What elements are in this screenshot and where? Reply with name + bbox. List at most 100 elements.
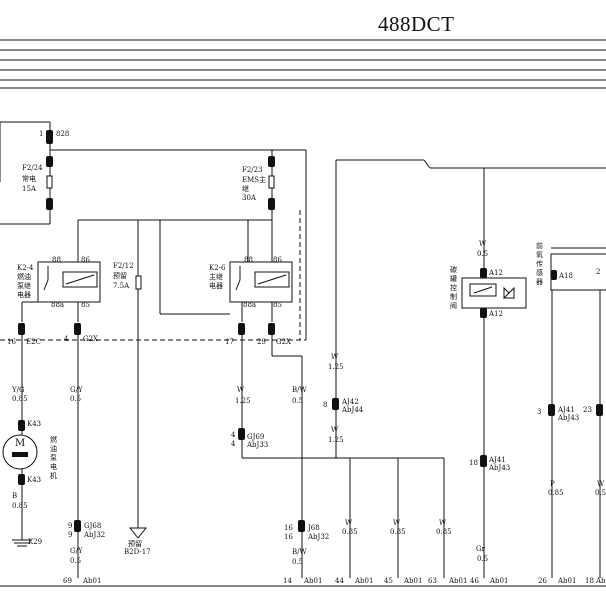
power-feed [0, 121, 307, 340]
svg-text:46: 46 [470, 577, 479, 585]
svg-text:AJ42: AJ42 [341, 398, 359, 406]
fuse-f2-23: F2/23 EMS主 继 30A [242, 150, 275, 210]
wire-labels-left: Y/G 0.85 G/Y 0.5 W 1.25 B/W 0.5 [11, 386, 308, 405]
diagram-title: 488DCT [378, 12, 455, 36]
svg-text:63: 63 [428, 577, 437, 585]
svg-text:0.5: 0.5 [595, 489, 606, 497]
svg-text:氧: 氧 [536, 250, 543, 259]
svg-text:K43: K43 [27, 476, 41, 484]
w-bus-drops: W 0.85 W 0.85 W 0.85 [342, 458, 452, 578]
svg-text:电器: 电器 [17, 290, 31, 299]
svg-text:3: 3 [537, 408, 541, 416]
svg-text:传: 传 [536, 259, 543, 268]
svg-text:88: 88 [52, 256, 61, 264]
svg-text:G2X: G2X [83, 335, 98, 343]
svg-text:2: 2 [596, 268, 600, 276]
svg-text:常电: 常电 [22, 174, 36, 183]
svg-text:1.25: 1.25 [328, 436, 344, 444]
relay-k2-6: 88 86 88a 85 K2-6 主继 电器 [209, 256, 293, 309]
svg-text:0.85: 0.85 [548, 489, 564, 497]
svg-text:0.85: 0.85 [436, 528, 452, 536]
svg-text:Gr: Gr [476, 545, 486, 553]
svg-text:A12: A12 [488, 269, 503, 277]
svg-text:AbJ32: AbJ32 [307, 533, 329, 541]
svg-text:18: 18 [469, 459, 478, 467]
connector-aj41: 18 AJ41 AbJ43 Gr 0.5 [469, 455, 510, 578]
svg-text:G2X: G2X [276, 338, 291, 346]
svg-text:44: 44 [335, 577, 344, 585]
svg-text:K2-6: K2-6 [209, 264, 226, 272]
fuse-f2-24: F2/24 常电 15A [0, 144, 53, 225]
svg-text:9: 9 [68, 531, 72, 539]
svg-text:0.5: 0.5 [70, 557, 81, 565]
svg-text:预留: 预留 [128, 539, 142, 548]
svg-text:泵: 泵 [50, 454, 57, 462]
connector-g2x-a: 4 G2X [64, 323, 98, 343]
svg-text:0.85: 0.85 [390, 528, 406, 536]
svg-text:1.25: 1.25 [328, 363, 344, 371]
svg-text:18: 18 [585, 577, 594, 585]
svg-text:0.5: 0.5 [292, 397, 303, 405]
svg-text:W: W [439, 519, 447, 527]
svg-text:阀: 阀 [450, 301, 457, 310]
svg-text:0.85: 0.85 [12, 502, 28, 510]
svg-text:AbJ43: AbJ43 [557, 414, 579, 422]
connector-828: 1 828 [39, 130, 69, 144]
svg-text:A18: A18 [558, 272, 573, 280]
svg-text:17: 17 [225, 338, 234, 346]
svg-text:W: W [331, 426, 339, 434]
svg-text:9: 9 [68, 522, 72, 530]
svg-text:0.85: 0.85 [342, 528, 358, 536]
svg-text:85: 85 [273, 301, 282, 309]
svg-text:4: 4 [64, 335, 69, 343]
svg-text:30A: 30A [242, 194, 257, 202]
connector-17: 17 [225, 323, 245, 346]
svg-text:Ab01: Ab01 [303, 577, 322, 585]
connector-gj68: 9 9 GJ68 AbJ32 G/Y 0.5 [68, 520, 105, 578]
svg-text:23: 23 [583, 406, 592, 414]
canister-valve: W 0.5 A12 A12 碳 罐 控 制 阀 [450, 168, 527, 455]
svg-text:燃: 燃 [50, 435, 57, 444]
svg-text:85: 85 [81, 301, 90, 309]
relay-k2-4: 88 86 88a 85 K2-4 燃油 泵继 电器 [17, 256, 101, 309]
svg-text:69: 69 [63, 577, 72, 585]
svg-text:K2-4: K2-4 [17, 264, 34, 272]
svg-text:88a: 88a [243, 301, 256, 309]
svg-text:燃油: 燃油 [17, 272, 31, 281]
svg-text:J68: J68 [307, 524, 320, 532]
svg-text:B/W: B/W [292, 548, 308, 556]
svg-text:GJ69: GJ69 [247, 433, 264, 441]
svg-text:AbJ43: AbJ43 [488, 464, 510, 472]
svg-text:F2/12: F2/12 [113, 262, 134, 270]
svg-text:828: 828 [56, 130, 69, 138]
svg-text:B2D-17: B2D-17 [124, 548, 151, 556]
svg-text:电器: 电器 [209, 281, 223, 290]
svg-text:Y/G: Y/G [11, 386, 25, 394]
svg-text:K43: K43 [27, 420, 41, 428]
svg-text:AbJ33: AbJ33 [246, 441, 268, 449]
svg-text:碳: 碳 [450, 265, 457, 274]
svg-text:14: 14 [283, 577, 292, 585]
svg-text:4: 4 [231, 431, 236, 439]
vertical-wires-left [21, 335, 303, 520]
o2-sensor: A18 2 前 氧 传 感 器 3 AJ41 AbJ43 23 P 0.85 W… [536, 241, 606, 578]
svg-text:感: 感 [536, 268, 543, 277]
svg-text:16: 16 [284, 524, 293, 532]
svg-text:制: 制 [450, 292, 457, 301]
svg-text:E2C: E2C [26, 338, 41, 346]
svg-text:泵继: 泵继 [17, 281, 31, 290]
footer-terminals: 69 Ab01 14 Ab01 44 Ab01 45 Ab01 63 Ab01 … [63, 577, 606, 585]
svg-text:EMS主: EMS主 [242, 175, 266, 184]
svg-text:Ab01: Ab01 [595, 577, 606, 585]
svg-text:Ab01: Ab01 [403, 577, 422, 585]
svg-text:罐: 罐 [450, 274, 457, 283]
svg-text:W: W [331, 353, 339, 361]
connector-aj42: W 1.25 8 AJ42 AbJ44 W 1.25 [323, 159, 606, 458]
svg-text:AJ41: AJ41 [488, 456, 506, 464]
svg-text:W: W [479, 240, 487, 248]
svg-text:0.5: 0.5 [292, 558, 303, 566]
fuse-f2-12: F2/12 预留 7.5A [113, 262, 142, 528]
svg-text:控: 控 [450, 283, 457, 292]
svg-text:16: 16 [7, 338, 16, 346]
svg-text:4: 4 [231, 440, 236, 448]
